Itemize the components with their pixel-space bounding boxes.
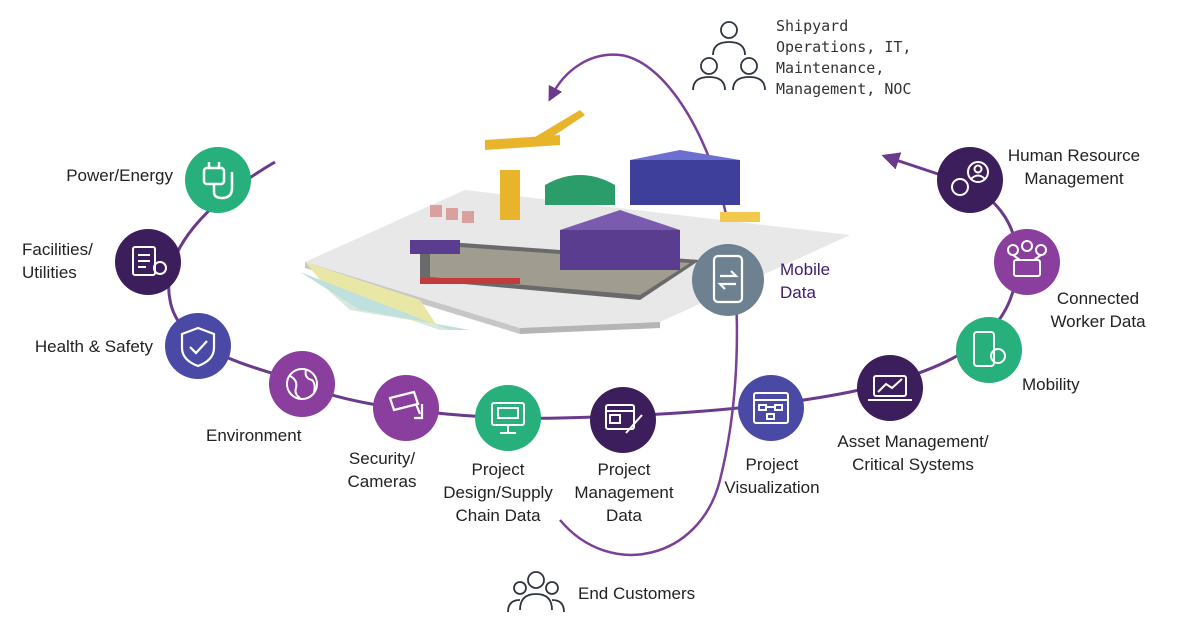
node-environment: [269, 351, 335, 417]
label-project-management: Project Management Data: [574, 460, 674, 525]
flowchart-window-icon: [753, 392, 789, 424]
tablet-gear-icon: [973, 331, 1006, 367]
label-asset-management: Asset Management/ Critical Systems: [837, 432, 989, 474]
node-mobile-data: [692, 244, 764, 316]
label-project-design: Project Design/Supply Chain Data: [443, 460, 553, 525]
camera-icon: [388, 390, 424, 420]
person-gears-icon: [951, 161, 989, 196]
node-facilities-utilities: [115, 229, 181, 295]
group-icon: [507, 571, 565, 613]
node-asset-management: [857, 355, 923, 421]
label-mobile-data: Mobile Data: [780, 260, 831, 302]
label-project-visualization: Project Visualization: [724, 455, 820, 497]
label-health-safety: Health & Safety: [34, 337, 153, 356]
node-project-management: [590, 387, 656, 453]
label-end-customers: End Customers: [578, 584, 696, 603]
network-users-icon: [1007, 240, 1047, 277]
label-human-resource: Human Resource Management: [1007, 146, 1141, 188]
shield-check-icon: [180, 326, 216, 368]
node-security-cameras: [373, 375, 439, 441]
label-power-energy: Power/Energy: [66, 166, 173, 185]
plug-icon: [202, 162, 234, 200]
chart-laptop-icon: [868, 375, 912, 401]
label-mobility: Mobility: [1022, 375, 1080, 394]
node-connected-worker: [994, 229, 1060, 295]
document-pen-icon: [605, 404, 643, 434]
phone-sync-icon: [712, 254, 744, 304]
node-human-resource: [937, 147, 1003, 213]
document-gear-icon: [132, 246, 167, 276]
node-power-energy: [185, 147, 251, 213]
label-shipyard-operations: Shipyard Operations, IT, Maintenance, Ma…: [776, 17, 912, 98]
node-mobility: [956, 317, 1022, 383]
blueprint-monitor-icon: [491, 402, 525, 434]
node-project-visualization: [738, 375, 804, 441]
ring-arc: [167, 160, 1020, 420]
label-security-cameras: Security/ Cameras: [347, 449, 417, 491]
shipyard-illustration: [300, 110, 850, 334]
label-environment: Environment: [206, 426, 302, 445]
node-project-design: [475, 385, 541, 451]
node-health-safety: [165, 313, 231, 379]
label-connected-worker: Connected Worker Data: [1050, 289, 1146, 331]
globe-leaf-icon: [286, 368, 318, 400]
label-facilities-utilities: Facilities/ Utilities: [22, 240, 93, 282]
team-icon: [692, 21, 766, 91]
